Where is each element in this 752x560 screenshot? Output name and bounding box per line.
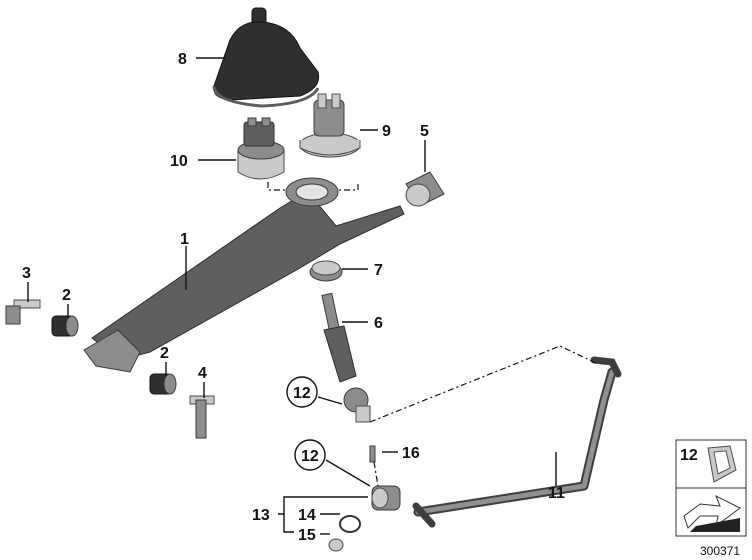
callout-12-lower: 12 — [294, 439, 326, 471]
assembly-line-rod-to-link — [369, 345, 599, 423]
reference-number: 300371 — [700, 544, 740, 558]
callout-1: 1 — [180, 231, 189, 248]
callout-15: 15 — [298, 527, 316, 544]
callout-13: 13 — [252, 507, 270, 524]
svg-text:12: 12 — [293, 385, 311, 402]
callout-2-upper: 2 — [62, 287, 71, 304]
callout-10: 10 — [170, 153, 188, 170]
leader-12-upper — [317, 396, 343, 405]
callout-2-lower: 2 — [160, 345, 169, 362]
legend-box: 12 — [675, 439, 747, 537]
leader-12-lower — [325, 459, 371, 487]
part-14-o-ring — [339, 515, 361, 533]
callout-5: 5 — [420, 123, 429, 140]
callout-8: 8 — [178, 51, 187, 68]
part-2-bushing-lower — [149, 373, 177, 395]
part-14-joint-housing — [371, 485, 401, 511]
legend-arrow-icon — [683, 494, 741, 532]
part-4-pin — [189, 395, 215, 439]
callout-7: 7 — [374, 262, 383, 279]
legend-label-12: 12 — [680, 447, 698, 464]
callout-11: 11 — [548, 485, 565, 502]
callout-4: 4 — [198, 365, 207, 382]
part-1-shift-lever — [83, 177, 405, 373]
part-6-shift-rod — [321, 292, 371, 423]
part-8-shift-boot — [212, 7, 320, 108]
part-5-sleeve — [405, 171, 445, 207]
legend-clip-icon — [707, 445, 737, 483]
assembly-line-pin — [373, 461, 379, 487]
part-7-ring — [309, 260, 343, 282]
part-3-bolt — [5, 299, 41, 325]
callout-6: 6 — [374, 315, 383, 332]
part-11-connecting-rod — [412, 356, 622, 528]
part-2-bushing-upper — [51, 315, 79, 337]
part-10-bushing — [237, 117, 285, 180]
callout-3: 3 — [22, 265, 31, 282]
part-9-bearing-cup — [299, 93, 361, 158]
callout-14: 14 — [298, 507, 316, 524]
callout-9: 9 — [382, 123, 391, 140]
part-16-pin — [369, 445, 376, 463]
callout-16: 16 — [402, 445, 420, 462]
callout-12-upper: 12 — [286, 376, 318, 408]
part-15-clip — [328, 538, 344, 552]
leader-13-bracket — [278, 496, 294, 533]
svg-text:12: 12 — [301, 448, 319, 465]
